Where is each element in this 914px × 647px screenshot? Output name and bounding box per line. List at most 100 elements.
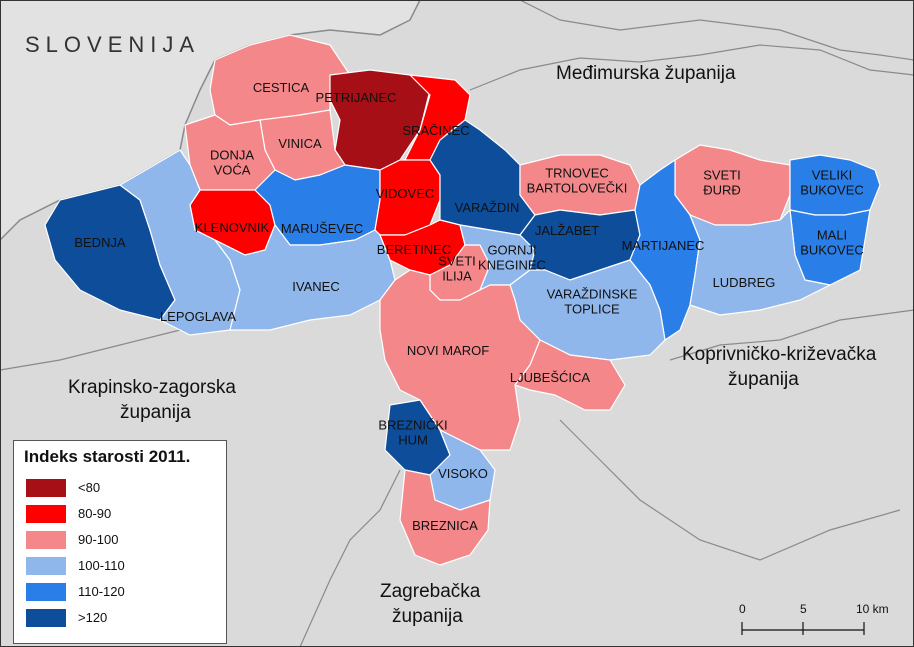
municipality-polygons <box>44 34 881 566</box>
legend-swatch <box>26 583 66 601</box>
region-label-zagrebacka-line1: Zagrebačka <box>380 581 481 602</box>
municipality-label-line: VARAŽDIN <box>455 200 520 215</box>
municipality-label-line: LUDBREG <box>713 275 776 290</box>
municipality-label-line: LJUBEŠĆICA <box>510 370 591 385</box>
municipality-breznica[interactable] <box>399 469 491 566</box>
municipality-label-line: BREZNIČKI <box>378 418 447 433</box>
municipality-ludbreg[interactable] <box>689 209 831 316</box>
region-label-koprivnicko-line2: županija <box>728 369 799 390</box>
municipality-label-line: ĐURĐ <box>703 183 741 198</box>
municipality-label-line: LEPOGLAVA <box>160 309 236 324</box>
municipality-label-line: PETRIJANEC <box>316 90 397 105</box>
legend-label: 110-120 <box>78 584 125 599</box>
municipality-label-sracinec: SRAČINEC <box>402 123 469 138</box>
municipality-label-line: BEDNJA <box>74 235 126 250</box>
legend-swatch <box>26 557 66 575</box>
municipality-label-line: TRNOVEC <box>545 166 609 181</box>
municipality-label-line: VINICA <box>278 136 322 151</box>
legend-label: >120 <box>78 610 108 625</box>
municipality-label-jalzabet: JALŽABET <box>535 223 599 238</box>
municipality-label-line: VIDOVEC <box>376 186 435 201</box>
municipality-label-line: KLENOVNIK <box>195 220 270 235</box>
municipality-label-line: VISOKO <box>438 466 488 481</box>
municipality-label-line: MALI <box>817 228 847 243</box>
legend-label: <80 <box>78 480 101 495</box>
municipality-label-lepoglava: LEPOGLAVA <box>160 309 236 324</box>
municipality-label-line: VELIKI <box>812 168 852 183</box>
municipality-label-breznica: BREZNICA <box>412 518 478 533</box>
municipality-label-line: BARTOLOVEČKI <box>527 181 628 196</box>
municipality-label-visoko: VISOKO <box>438 466 488 481</box>
municipality-label-line: MARTIJANEC <box>622 238 705 253</box>
country-label-slovenija: SLOVENIJA <box>25 32 200 57</box>
municipality-label-martijanec: MARTIJANEC <box>622 238 705 253</box>
legend-swatch <box>26 609 66 627</box>
region-label-medimurska: Međimurska županija <box>556 63 736 84</box>
municipality-label-ivanec: IVANEC <box>292 279 339 294</box>
municipality-label-line: ILIJA <box>442 269 472 284</box>
county-border-north <box>469 44 914 91</box>
municipality-label-line: VOĆA <box>214 163 251 178</box>
municipality-label-line: GORNJI <box>487 243 536 258</box>
legend-swatch <box>26 505 66 523</box>
hungary-border <box>519 0 914 61</box>
region-label-koprivnicko-line1: Koprivničko-križevačka <box>682 344 877 365</box>
slovenia-area <box>0 0 420 240</box>
legend-label: 100-110 <box>78 558 125 573</box>
legend-swatch <box>26 531 66 549</box>
municipality-label-line: TOPLICE <box>564 302 620 317</box>
scale-bar-graphic <box>741 622 865 635</box>
municipality-label-vidovec: VIDOVEC <box>376 186 435 201</box>
municipality-label-petrijanec: PETRIJANEC <box>316 90 397 105</box>
municipality-label-line: BUKOVEC <box>800 243 864 258</box>
municipality-label-line: SVETI <box>703 168 741 183</box>
municipality-label-line: BERETINEC <box>377 242 451 257</box>
legend: Indeks starosti 2011. <80 80-90 90-100 1… <box>13 440 227 644</box>
county-border-east <box>669 309 914 361</box>
municipality-label-line: DONJA <box>210 148 254 163</box>
county-border-south <box>0 329 181 371</box>
municipality-label-maruseve: MARUŠEVEC <box>281 221 363 236</box>
municipality-label-cestica: CESTICA <box>253 80 310 95</box>
county-border-southeast <box>559 419 901 561</box>
municipality-label-line: BREZNICA <box>412 518 478 533</box>
municipality-label-line: NOVI MAROF <box>407 343 489 358</box>
scale-bar: 0 5 10 km <box>732 602 889 642</box>
legend-label: 90-100 <box>78 532 119 547</box>
municipality-label-varazdin: VARAŽDIN <box>455 200 520 215</box>
region-label-krapinsko-line1: Krapinsko-zagorska <box>68 377 236 398</box>
municipality-ljubescica[interactable] <box>514 339 626 411</box>
municipality-label-vinica: VINICA <box>278 136 322 151</box>
scale-tick-label-10: 10 km <box>856 602 889 616</box>
municipality-label-line: SVETI <box>438 254 476 269</box>
county-border-southwest <box>299 469 401 647</box>
municipality-label-line: VARAŽDINSKE <box>547 287 638 302</box>
legend-swatch <box>26 479 66 497</box>
municipality-label-line: SRAČINEC <box>402 123 469 138</box>
municipality-label-novi-marof: NOVI MAROF <box>407 343 489 358</box>
region-label-krapinsko-line2: županija <box>120 402 191 423</box>
municipality-label-ljubescica: LJUBEŠĆICA <box>510 370 591 385</box>
municipality-label-line: HUM <box>398 433 428 448</box>
municipality-label-line: IVANEC <box>292 279 339 294</box>
municipality-label-line: BUKOVEC <box>800 183 864 198</box>
legend-label: 80-90 <box>78 506 112 521</box>
legend-title: Indeks starosti 2011. <box>24 447 191 466</box>
region-label-zagrebacka-line2: županija <box>392 606 463 627</box>
municipality-martijanec[interactable] <box>629 159 701 341</box>
scale-tick-label-0: 0 <box>739 602 746 616</box>
municipality-label-ludbreg: LUDBREG <box>713 275 776 290</box>
municipality-label-beretinec: BERETINEC <box>377 242 451 257</box>
municipality-label-line: MARUŠEVEC <box>281 221 363 236</box>
municipality-label-line: CESTICA <box>253 80 310 95</box>
